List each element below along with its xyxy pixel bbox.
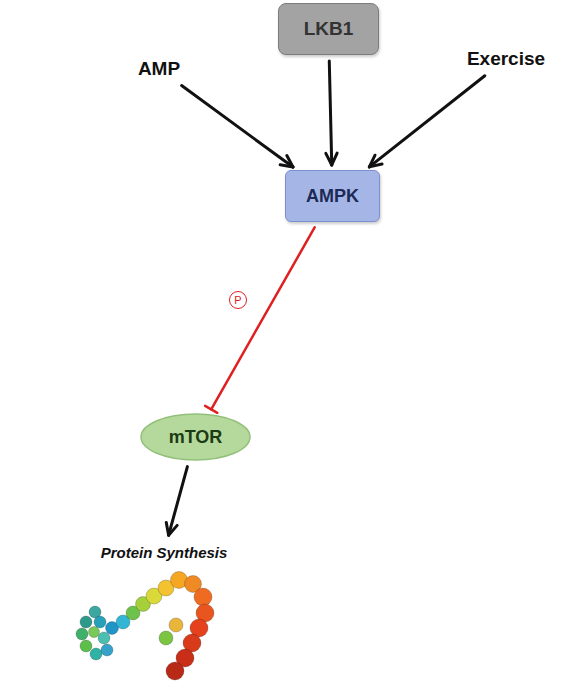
output-text: Protein Synthesis (78, 540, 250, 564)
phosphorylation-mark: P (229, 291, 247, 309)
kinase-box: LKB1 (278, 3, 379, 55)
node-label: AMP (138, 58, 180, 80)
input-text: Exercise (458, 46, 554, 72)
arrow-connector (182, 86, 293, 168)
arrow-connector (166, 467, 187, 536)
node-label: AMPK (306, 186, 359, 207)
arrow-connector (326, 61, 337, 165)
node-label: LKB1 (304, 18, 354, 40)
node-label: Exercise (467, 48, 545, 70)
node-label: mTOR (169, 427, 223, 448)
input-text: AMP (122, 56, 196, 82)
target-ellipse: mTOR (140, 413, 251, 461)
kinase-box: AMPK (285, 170, 380, 222)
arrow-connector (369, 76, 484, 167)
inhibition-connector (205, 227, 315, 413)
node-label: Protein Synthesis (101, 544, 228, 561)
